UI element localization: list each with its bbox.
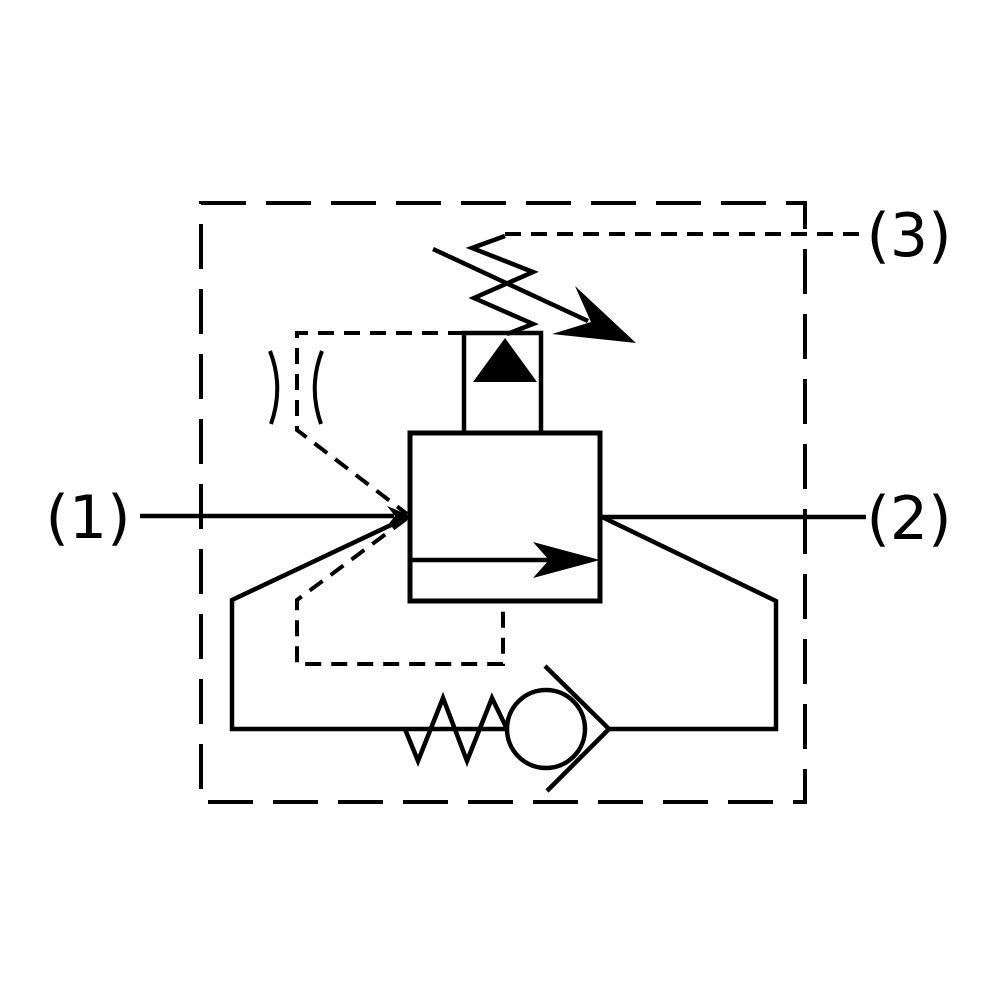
bypass-line-left [229, 514, 506, 732]
port-1-arrowhead-icon [387, 506, 411, 526]
adjustable-spring-icon [465, 233, 539, 337]
orifice-arc-left-icon [268, 350, 280, 425]
valve-envelope-border [199, 201, 807, 804]
pilot-cone-triangle-icon [473, 338, 537, 382]
check-valve-spring-icon [402, 691, 510, 768]
check-valve-ball-icon [504, 687, 588, 771]
adjustment-arrowhead-icon [552, 286, 636, 343]
port-3-label: (3) [867, 201, 952, 271]
valve-body [407, 430, 603, 604]
bypass-line-right [601, 514, 779, 732]
adjustment-arrow-shaft [432, 246, 589, 324]
orifice-arc-right-icon [312, 350, 324, 425]
upper-pilot-line [295, 331, 464, 516]
port-1-label: (1) [46, 483, 131, 553]
valve-flow-arrowhead-icon [533, 542, 600, 578]
port-2-label: (2) [867, 484, 952, 554]
check-valve-seat-icon [543, 664, 613, 793]
lower-drain-line [295, 517, 505, 666]
